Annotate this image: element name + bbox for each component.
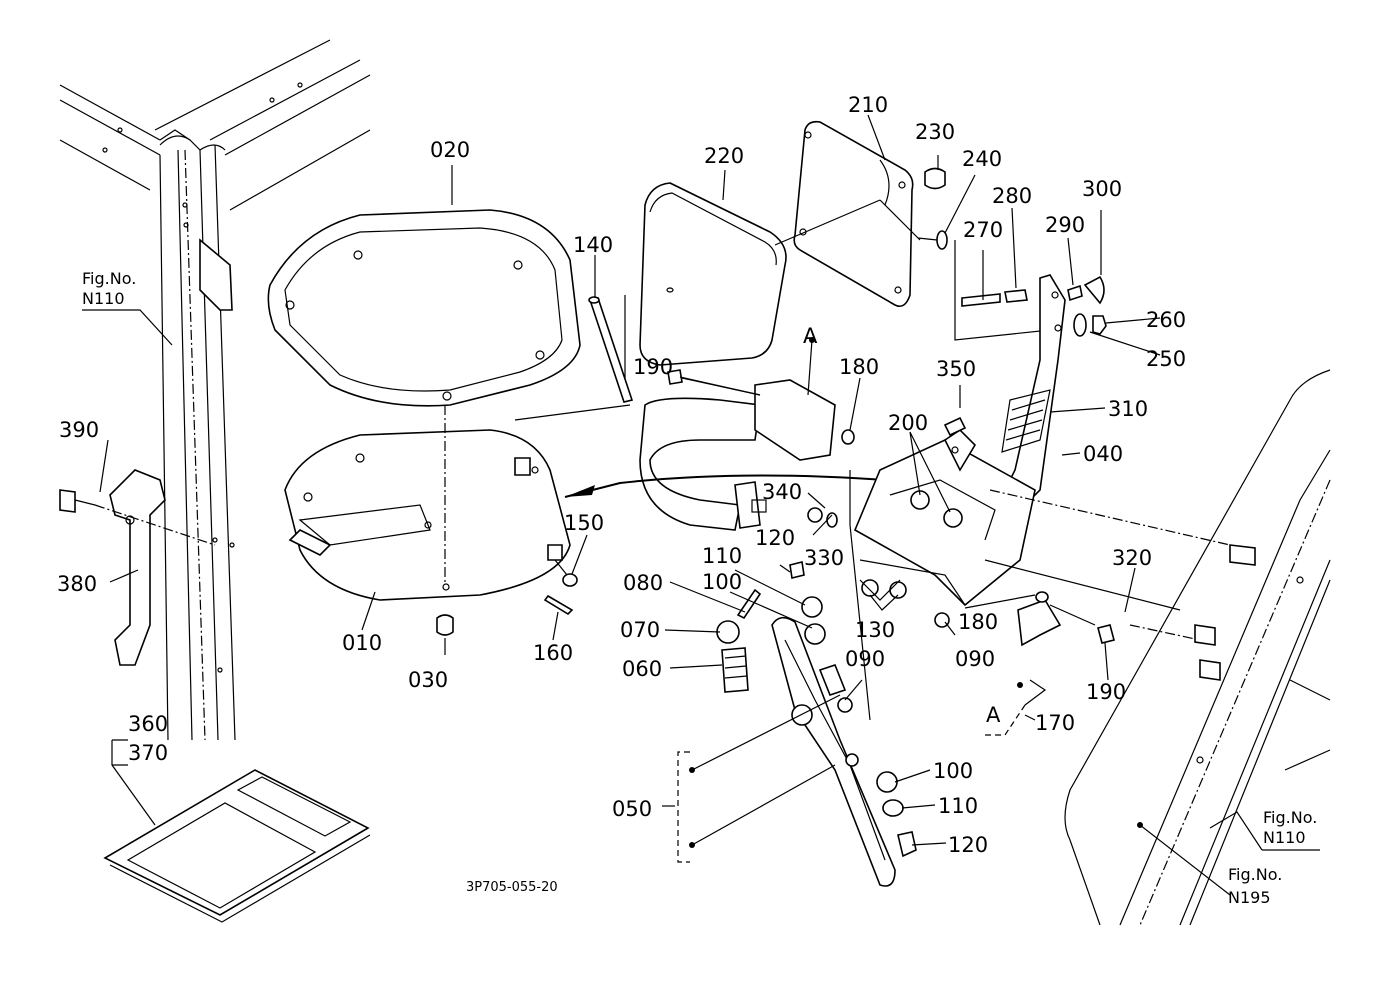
part-label: 210 bbox=[848, 93, 888, 117]
part-label: 330 bbox=[804, 546, 844, 570]
adjuster-assembly bbox=[954, 240, 1107, 341]
fig-ref-label: Fig.No. bbox=[1228, 865, 1282, 884]
lever-arm bbox=[677, 561, 917, 887]
suspension-bracket bbox=[807, 416, 1231, 721]
part-label: 160 bbox=[533, 641, 573, 665]
part-label: 370 bbox=[128, 741, 168, 765]
part-label: 080 bbox=[623, 571, 663, 595]
part-label: A bbox=[803, 324, 818, 348]
part-label: 390 bbox=[59, 418, 99, 442]
part-label: 090 bbox=[955, 647, 995, 671]
part-label: 140 bbox=[573, 233, 613, 257]
part-label: 280 bbox=[992, 184, 1032, 208]
part-label: 190 bbox=[1086, 680, 1126, 704]
part-label: 110 bbox=[702, 544, 742, 568]
part-label: 100 bbox=[702, 570, 742, 594]
part-label: 090 bbox=[845, 647, 885, 671]
part-label: 170 bbox=[1035, 711, 1075, 735]
fig-ref-number: N110 bbox=[82, 289, 125, 308]
pin-140 bbox=[588, 296, 634, 403]
part-label: 100 bbox=[933, 759, 973, 783]
part-label: 070 bbox=[620, 618, 660, 642]
part-label: 040 bbox=[1083, 442, 1123, 466]
part-label: 180 bbox=[839, 355, 879, 379]
backrest-cushion bbox=[639, 182, 787, 366]
part-label: 240 bbox=[962, 147, 1002, 171]
part-label: 290 bbox=[1045, 213, 1085, 237]
seat-cushion bbox=[267, 209, 581, 407]
part-label: 120 bbox=[948, 833, 988, 857]
small-parts-seat bbox=[436, 559, 578, 636]
grab-handle bbox=[59, 469, 216, 666]
figure-ref-n110-left: Fig.No. N110 bbox=[82, 269, 173, 346]
part-label: 050 bbox=[612, 797, 652, 821]
figure-ref-n110-right: Fig.No. N110 bbox=[1209, 808, 1320, 851]
part-label: 310 bbox=[1108, 397, 1148, 421]
part-label: 180 bbox=[958, 610, 998, 634]
part-label: 030 bbox=[408, 668, 448, 692]
part-label: 260 bbox=[1146, 308, 1186, 332]
part-label: 320 bbox=[1112, 546, 1152, 570]
part-label: 250 bbox=[1146, 347, 1186, 371]
fig-ref-label: Fig.No. bbox=[1263, 808, 1317, 827]
fender-panel bbox=[1064, 369, 1331, 926]
part-label: 020 bbox=[430, 138, 470, 162]
drawing-code: 3P705-055-20 bbox=[466, 880, 558, 895]
part-label: A bbox=[986, 703, 1001, 727]
part-label: 300 bbox=[1082, 177, 1122, 201]
part-label: 200 bbox=[888, 411, 928, 435]
part-label: 230 bbox=[915, 120, 955, 144]
part-label: 360 bbox=[128, 712, 168, 736]
part-label: 270 bbox=[963, 218, 1003, 242]
cab-frame bbox=[59, 39, 371, 741]
part-label: 130 bbox=[855, 618, 895, 642]
seat-pan bbox=[284, 295, 631, 601]
fig-ref-number: N195 bbox=[1228, 888, 1271, 907]
fig-ref-number: N110 bbox=[1263, 828, 1306, 847]
backrest-plate bbox=[774, 120, 948, 308]
leader-lines bbox=[99, 114, 1161, 846]
part-label: 110 bbox=[938, 794, 978, 818]
part-labels: 020 140 220 210 230 240 280 300 270 290 … bbox=[57, 93, 1186, 857]
fig-ref-label: Fig.No. bbox=[82, 269, 136, 288]
part-label: 380 bbox=[57, 572, 97, 596]
part-label: 150 bbox=[564, 511, 604, 535]
part-label: 060 bbox=[622, 657, 662, 681]
part-label: 220 bbox=[704, 144, 744, 168]
part-label: 120 bbox=[755, 526, 795, 550]
part-label: 350 bbox=[936, 357, 976, 381]
part-label: 340 bbox=[762, 480, 802, 504]
figure-ref-n195: Fig.No. N195 bbox=[1228, 865, 1282, 907]
part-label: 190 bbox=[633, 355, 673, 379]
operator-manual bbox=[103, 740, 371, 923]
part-label: 010 bbox=[342, 631, 382, 655]
